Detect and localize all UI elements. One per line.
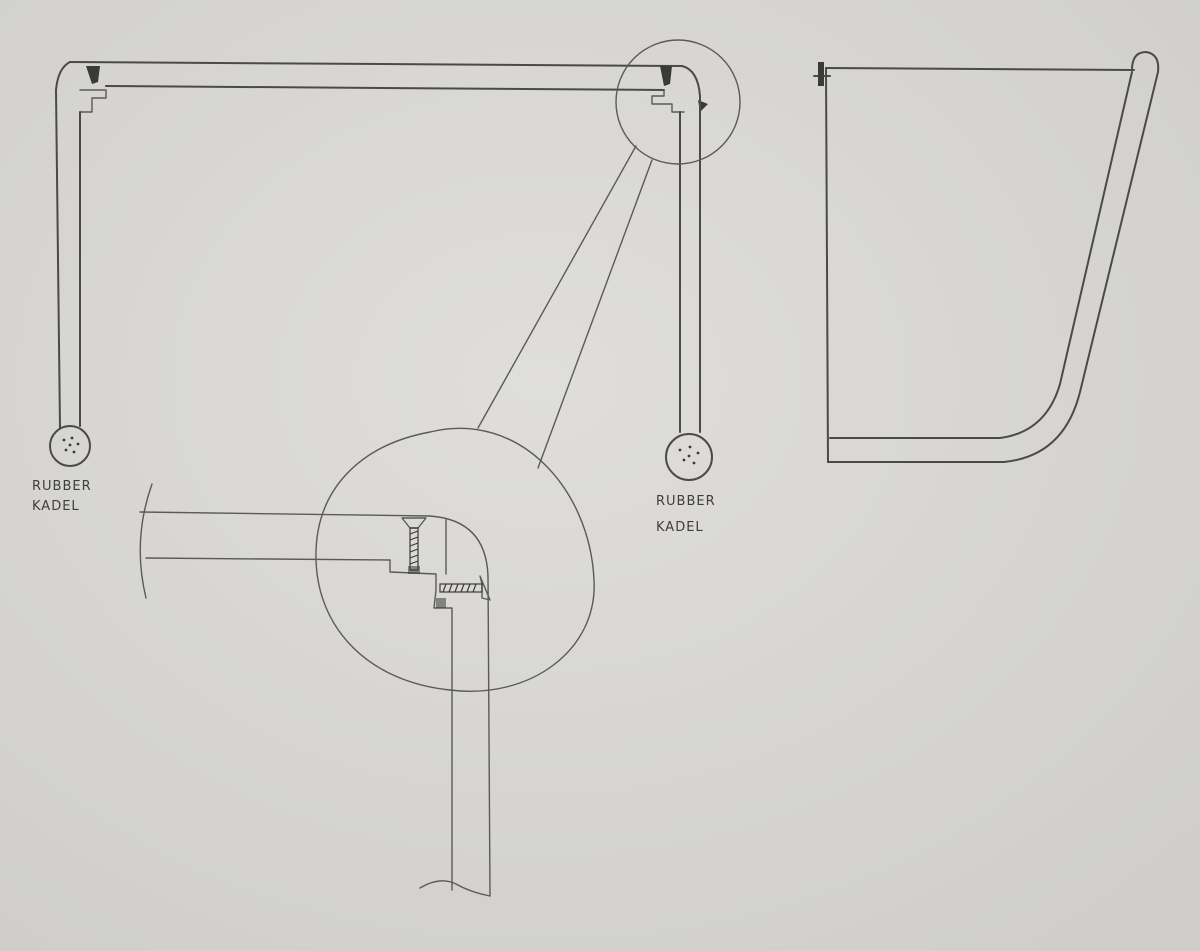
left-foot-label: RUBBER KADEL [32,479,92,514]
left-corner-joint [79,89,107,113]
right-foot-texture [678,445,700,465]
tube-break-mark [139,483,153,599]
left-rubber-foot [49,425,91,467]
detail-joint-step [389,559,453,613]
callout-leader-line-left [477,145,637,429]
detail-base-break [419,880,491,897]
detail-weld-mark [408,566,420,574]
side-view-frame [813,51,1160,463]
detail-vertical-outer-edge [487,575,491,897]
horizontal-screw [439,583,483,593]
left-leg-outer-edge [55,89,61,429]
front-view-frame [49,39,741,481]
right-label-line1: RUBBER [656,494,716,509]
left-label-line1: RUBBER [32,479,92,494]
right-foot-label: RUBBER KADEL [656,494,716,535]
side-left-edge [825,67,829,463]
magnified-joint-detail [139,427,595,897]
top-tube-lower-edge [105,85,665,91]
right-corner-outer [681,65,701,97]
side-bolt-mark [818,62,824,86]
left-corner-weld [86,66,100,84]
top-tube-upper-edge [69,61,683,67]
left-corner-outer [55,61,71,91]
screw-head-horizontal [479,575,491,601]
right-corner-weld-top [660,66,672,86]
side-top-line [825,67,1135,71]
detail-tube-lower-edge [145,557,391,561]
detail-callout-small-circle [615,39,741,165]
left-foot-texture [62,436,80,454]
detail-weld-mark-lower [436,598,446,608]
side-tube-inner-edge [829,71,1133,439]
side-tube-cap [1131,51,1160,73]
right-rubber-foot [665,433,713,481]
detail-callout-large-circle [315,427,595,692]
side-tube-outer-edge [827,71,1159,463]
right-corner-joint [651,89,685,113]
detail-tube-upper-edge [139,511,431,517]
right-label-line2: KADEL [656,520,704,535]
left-label-line2: KADEL [32,499,80,514]
callout-leader-line-right [537,159,653,469]
detail-bend-outer [429,515,489,577]
